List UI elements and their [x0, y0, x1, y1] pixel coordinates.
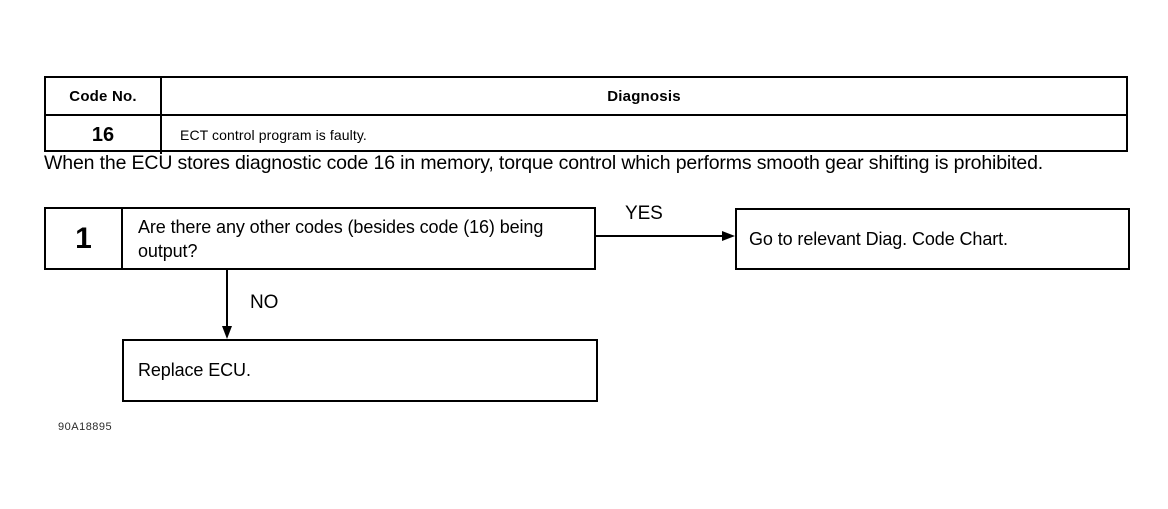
connector-yes-arrowhead [722, 231, 735, 241]
connector-no-arrowhead [222, 326, 232, 339]
intro-paragraph: When the ECU stores diagnostic code 16 i… [44, 152, 1044, 174]
branch-label-no: NO [250, 292, 279, 313]
flow-step-1-number: 1 [75, 221, 92, 255]
flow-no-result-box: Replace ECU. [122, 339, 598, 402]
cell-diagnosis-text: ECT control program is faulty. [162, 116, 1126, 154]
flow-no-result-text: Replace ECU. [138, 360, 251, 380]
flow-step-1-question-cell: Are there any other codes (besides code … [123, 209, 594, 268]
flow-yes-result-text: Go to relevant Diag. Code Chart. [749, 228, 1008, 249]
flow-step-1-question: Are there any other codes (besides code … [138, 216, 544, 261]
header-cell-diagnosis: Diagnosis [162, 78, 1126, 114]
branch-label-yes: YES [625, 203, 663, 224]
flow-step-1-number-cell: 1 [46, 209, 123, 268]
cell-code-number: 16 [46, 116, 162, 154]
flow-step-1-box: 1 Are there any other codes (besides cod… [44, 207, 596, 270]
diagnosis-value: ECT control program is faulty. [180, 127, 367, 143]
figure-id-label: 90A18895 [58, 421, 113, 433]
header-label-code-no: Code No. [69, 87, 137, 105]
header-cell-code-no: Code No. [46, 78, 162, 114]
header-label-diagnosis: Diagnosis [607, 87, 681, 105]
table-header-row: Code No. Diagnosis [46, 78, 1126, 116]
diagnostic-code-table: Code No. Diagnosis 16 ECT control progra… [44, 76, 1128, 154]
code-number-value: 16 [91, 123, 115, 146]
table-row: 16 ECT control program is faulty. [46, 116, 1126, 154]
flow-yes-result-box: Go to relevant Diag. Code Chart. [735, 208, 1130, 270]
